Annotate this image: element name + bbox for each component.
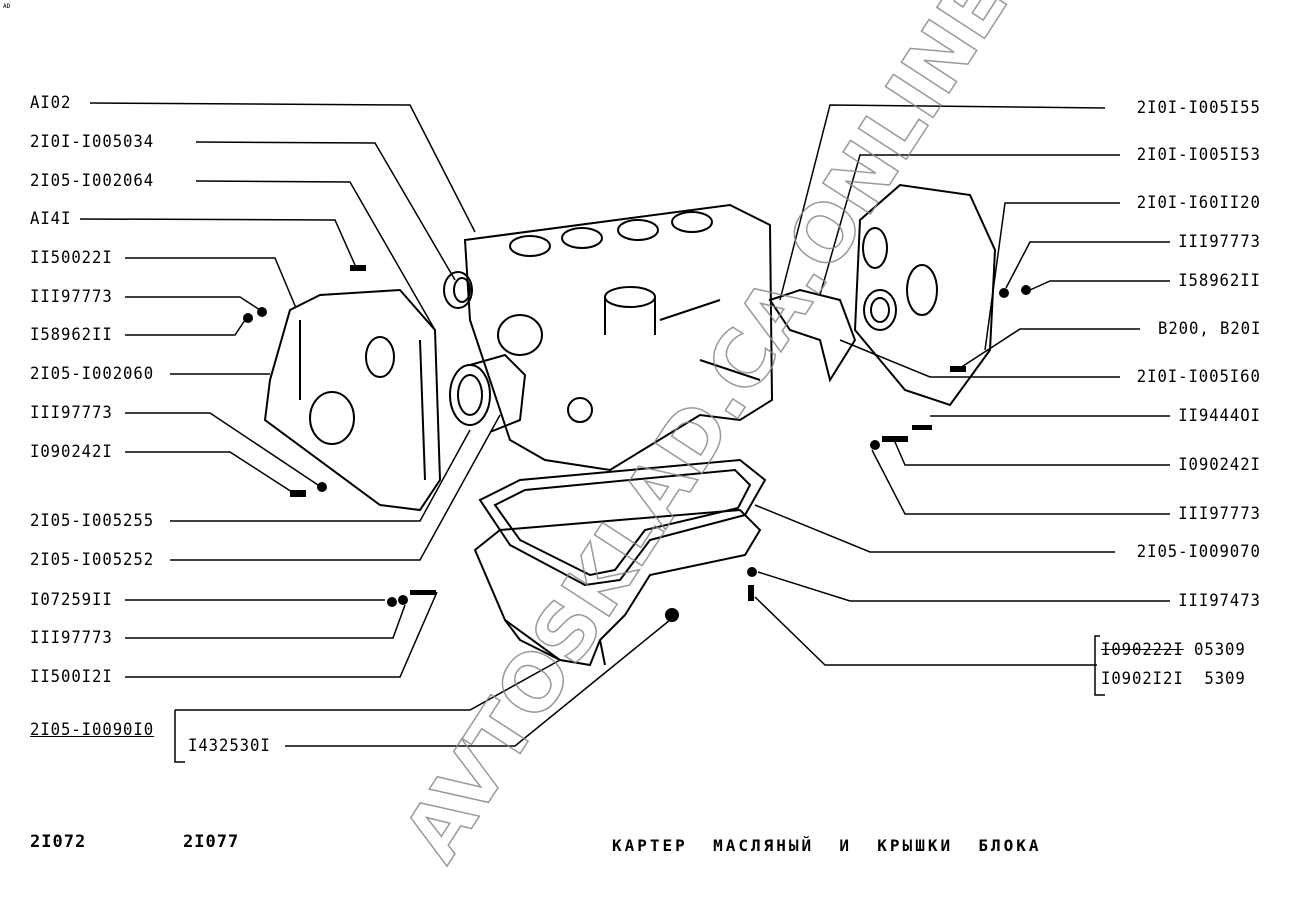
part-number: I0902I2I	[1101, 669, 1184, 689]
part-label: III97473	[1178, 591, 1261, 611]
engine-block	[463, 203, 774, 472]
part-label: II9444OI	[1178, 406, 1261, 426]
part-label: I58962II	[30, 325, 113, 345]
part-label: AI4I	[30, 209, 72, 229]
model-code: 2I077	[183, 832, 240, 852]
variant-code: 05309	[1194, 640, 1246, 660]
part-label: I07259II	[30, 590, 113, 610]
part-label: III97773	[30, 287, 113, 307]
part-label: II50022I	[30, 248, 113, 268]
bolt-variant-row: I0902I2I 5309	[1101, 670, 1246, 688]
corner-mark: AD	[3, 3, 11, 10]
pump-housing	[449, 353, 527, 433]
part-label: III97773	[30, 403, 113, 423]
part-number: I090222I	[1101, 640, 1184, 660]
part-label: 2I0I-I005I53	[1136, 145, 1261, 165]
part-label: 2I05-I005252	[30, 550, 155, 570]
front-cover	[263, 288, 442, 512]
part-label: 2I0I-I005I55	[1136, 98, 1261, 118]
part-label: I090242I	[1178, 455, 1261, 475]
small-parts	[243, 265, 1031, 622]
oil-seal-front	[443, 271, 473, 309]
part-label: B200, B20I	[1157, 319, 1261, 339]
part-label: AI02	[30, 93, 72, 113]
part-label: I432530I	[188, 736, 271, 756]
part-label: 2I0I-I005I60	[1136, 367, 1261, 387]
part-label: III97773	[30, 628, 113, 648]
diagram-title: КАРТЕР МАСЛЯНЫЙ И КРЫШКИ БЛОКА	[612, 836, 1042, 855]
part-label: 2I05-I002064	[30, 171, 155, 191]
part-label: 2I05-I009070	[1136, 542, 1261, 562]
model-code: 2I072	[30, 832, 87, 852]
bolt-variant-row: I090222I 05309	[1101, 641, 1246, 659]
part-label: 2I0I-I005034	[30, 132, 155, 152]
rear-cover	[853, 183, 997, 407]
part-label: III97773	[1178, 504, 1261, 524]
assembly-label: 2I05-I0090I0	[30, 720, 155, 740]
part-label: III97773	[1178, 232, 1261, 252]
part-label: 2I05-I002060	[30, 364, 155, 384]
rear-seal-holder	[768, 288, 857, 383]
part-label: 2I0I-I60II20	[1136, 193, 1261, 213]
part-label: I58962II	[1178, 271, 1261, 291]
part-label: II500I2I	[30, 667, 113, 687]
leader-lines	[79, 102, 1170, 763]
variant-code: 5309	[1204, 669, 1246, 689]
part-label: 2I05-I005255	[30, 511, 155, 531]
part-label: I090242I	[30, 442, 113, 462]
oil-pan	[473, 508, 762, 667]
oil-pan-gasket	[478, 458, 767, 587]
